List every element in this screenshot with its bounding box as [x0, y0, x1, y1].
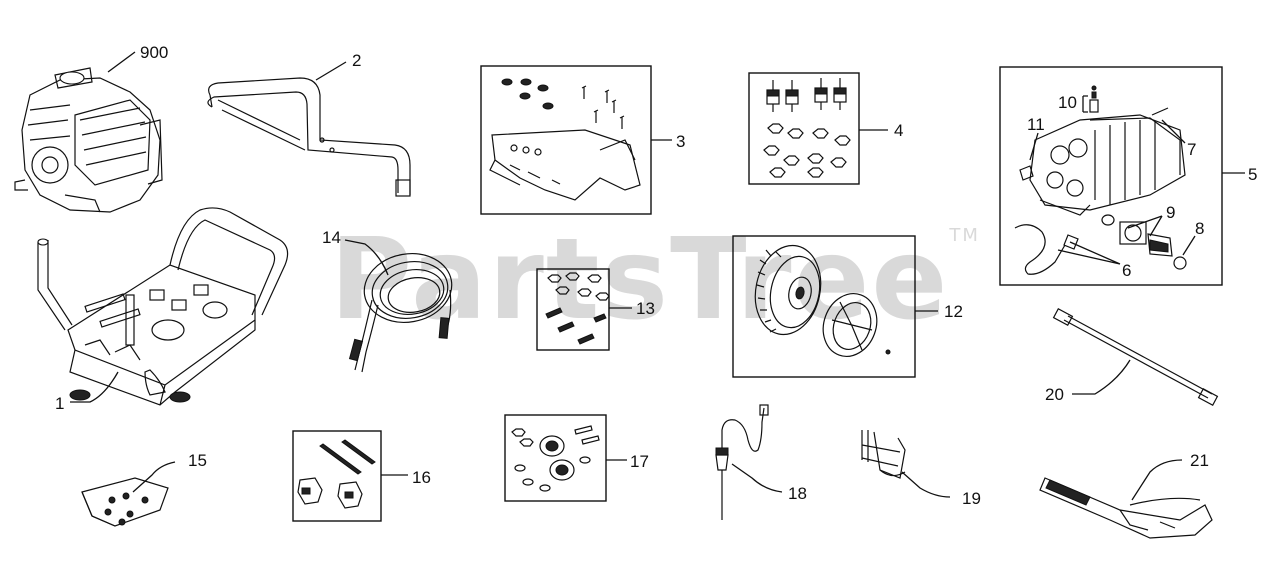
leader-11 [1029, 132, 1039, 161]
part-14-hose[interactable] [348, 247, 458, 373]
leader-19 [901, 471, 951, 498]
leader-6 [1057, 241, 1121, 265]
callout-3: 3 [676, 132, 685, 151]
leader-7 [1161, 119, 1186, 144]
part-5-pump-assembly[interactable] [1014, 85, 1187, 275]
leader-18 [731, 463, 783, 493]
part-20-lance[interactable] [1052, 308, 1219, 406]
leader-2 [315, 61, 347, 81]
leader-21 [1131, 459, 1183, 501]
callout-2: 2 [352, 51, 361, 70]
part-15-bracket[interactable] [81, 477, 169, 527]
leader-20 [1072, 359, 1131, 395]
part-900-engine[interactable] [14, 67, 163, 213]
part-13-box [536, 268, 610, 351]
callout-15: 15 [188, 451, 207, 470]
callout-13: 13 [636, 299, 655, 318]
part-13-hardware-kit[interactable] [545, 272, 610, 345]
callout-900: 900 [140, 43, 168, 62]
callout-19: 19 [962, 489, 981, 508]
part-16-knob-kit[interactable] [297, 439, 376, 509]
callout-4: 4 [894, 121, 903, 140]
part-12-box [732, 235, 916, 378]
callout-16: 16 [412, 468, 431, 487]
part-19-nozzle-holder[interactable] [861, 430, 906, 479]
leader-1 [70, 371, 119, 403]
part-2-handle[interactable] [207, 77, 411, 197]
leader-15 [132, 461, 176, 493]
part-17-box [504, 414, 607, 502]
part-4-box [748, 72, 860, 185]
part-21-spray-gun[interactable] [1039, 477, 1213, 539]
callout-8: 8 [1195, 219, 1204, 238]
callout-9: 9 [1166, 203, 1175, 222]
callout-20: 20 [1045, 385, 1064, 404]
callout-5: 5 [1248, 165, 1257, 184]
part-18-thermal-relief-valve[interactable] [715, 404, 769, 520]
callout-12: 12 [944, 302, 963, 321]
part-17-bearing-kit[interactable] [511, 425, 600, 492]
part-3-bracket-kit[interactable] [489, 78, 641, 201]
part-12-wheel-kit[interactable] [747, 239, 891, 364]
part-16-box [292, 430, 382, 522]
leader-14 [344, 239, 389, 276]
part-4-isolator-kit[interactable] [763, 78, 851, 178]
leader-900 [107, 51, 136, 73]
callout-10: 10 [1058, 93, 1077, 112]
callout-6: 6 [1122, 261, 1131, 280]
leader-10 [1082, 95, 1088, 113]
part-1-frame[interactable] [37, 207, 289, 406]
part-5-box [999, 66, 1223, 286]
callout-11: 11 [1027, 115, 1045, 134]
callout-1: 1 [55, 394, 64, 413]
callout-18: 18 [788, 484, 807, 503]
callout-21: 21 [1190, 451, 1209, 470]
callout-14: 14 [322, 228, 341, 247]
callout-7: 7 [1187, 140, 1196, 159]
leader-9 [1127, 215, 1163, 237]
leader-8 [1182, 235, 1196, 256]
callout-17: 17 [630, 452, 649, 471]
